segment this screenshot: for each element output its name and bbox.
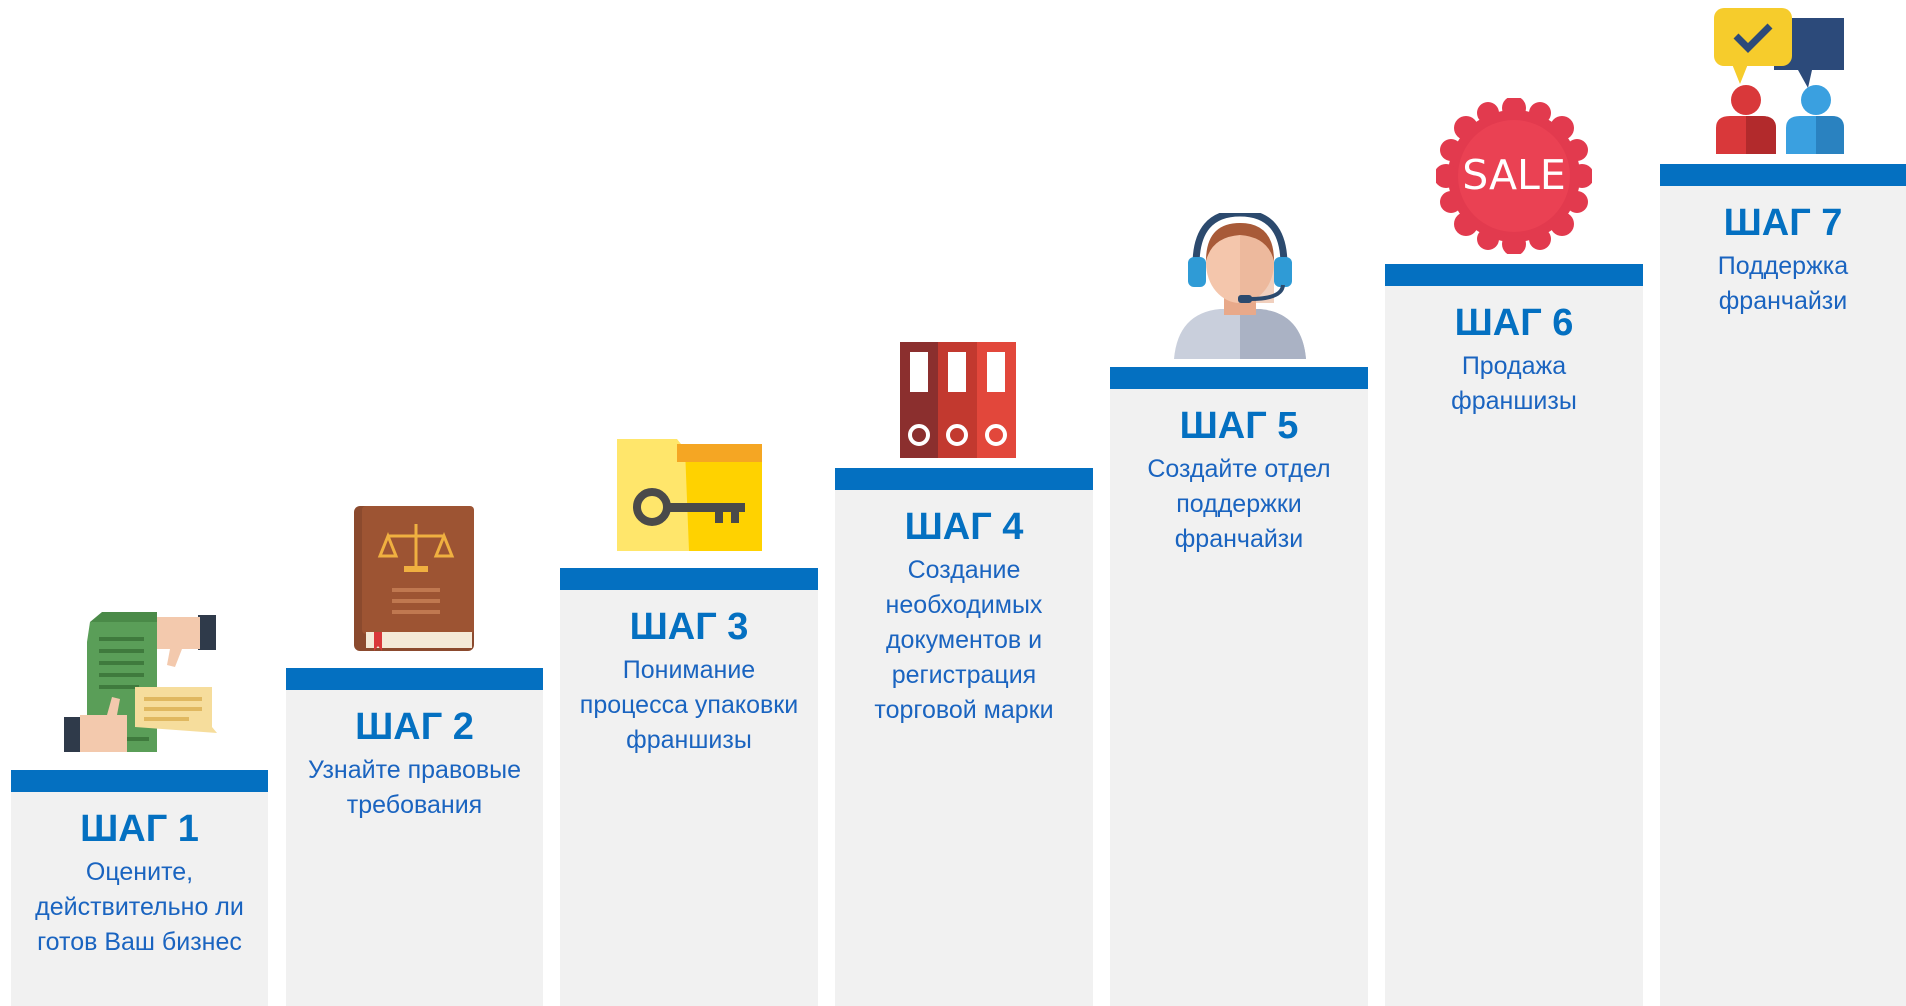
step-title: ШАГ 6 xyxy=(1454,302,1574,344)
step-title: ШАГ 5 xyxy=(1179,405,1299,447)
step-7: ШАГ 7 Поддержка франчайзи xyxy=(1660,164,1906,1006)
people-chat-icon xyxy=(1712,8,1844,154)
step-desc-line: франшизы xyxy=(626,726,752,754)
step-bar xyxy=(835,468,1093,490)
step-title: ШАГ 4 xyxy=(904,506,1024,548)
step-desc-line: франшизы xyxy=(1451,387,1577,415)
step-desc-line: Создание xyxy=(907,556,1021,584)
step-description: Оцените, действительно ли готов Ваш бизн… xyxy=(11,855,268,960)
step-description: Продажа франшизы xyxy=(1385,349,1643,419)
step-desc-line: Понимание xyxy=(622,656,756,684)
step-panel xyxy=(286,690,543,1006)
step-4: ШАГ 4 Создание необходимых документов и … xyxy=(835,468,1093,1006)
step-1: ШАГ 1 Оцените, действительно ли готов Ва… xyxy=(11,770,268,1006)
step-description: Поддержка франчайзи xyxy=(1660,249,1906,319)
step-bar xyxy=(1110,367,1368,389)
step-3: ШАГ 3 Понимание процесса упаковки франши… xyxy=(560,568,818,1006)
step-desc-line: необходимых xyxy=(885,591,1043,619)
step-title: ШАГ 3 xyxy=(629,606,749,648)
step-5: ШАГ 5 Создайте отдел поддержки франчайзи xyxy=(1110,367,1368,1006)
step-desc-line: франчайзи xyxy=(1174,525,1304,553)
step-title: ШАГ 1 xyxy=(80,808,199,850)
step-desc-line: документов и xyxy=(885,626,1043,654)
step-desc-line: Поддержка xyxy=(1717,252,1849,280)
step-2: ШАГ 2 Узнайте правовые требования xyxy=(286,668,543,1006)
step-description: Узнайте правовые требования xyxy=(286,753,543,823)
step-desc-line: действительно ли xyxy=(35,893,244,921)
step-desc-line: регистрация xyxy=(891,661,1037,689)
step-desc-line: торговой марки xyxy=(874,696,1054,724)
step-desc-line: поддержки xyxy=(1176,490,1302,518)
step-bar xyxy=(286,668,543,690)
step-panel xyxy=(11,792,268,1006)
step-panel xyxy=(1110,389,1368,1006)
step-bar xyxy=(1385,264,1643,286)
step-bar xyxy=(560,568,818,590)
step-description: Понимание процесса упаковки франшизы xyxy=(560,653,818,758)
step-6: ШАГ 6 Продажа франшизы xyxy=(1385,264,1643,1006)
step-desc-line: франчайзи xyxy=(1718,287,1848,315)
key-folder-icon xyxy=(617,439,762,551)
step-panel xyxy=(835,490,1093,1006)
step-panel xyxy=(1385,286,1643,1006)
sale-badge-label: SALE xyxy=(1462,151,1566,199)
sale-badge-icon: SALE xyxy=(1434,96,1594,256)
step-desc-line: процесса упаковки xyxy=(579,691,799,719)
support-operator-icon xyxy=(1172,209,1308,359)
binders-icon xyxy=(900,342,1016,458)
step-desc-line: Оцените, xyxy=(85,858,194,886)
step-panel xyxy=(1660,186,1906,1006)
step-desc-line: Создайте отдел xyxy=(1147,455,1331,483)
step-bar xyxy=(1660,164,1906,186)
step-desc-line: требования xyxy=(346,791,483,819)
step-desc-line: готов Ваш бизнес xyxy=(37,928,242,956)
step-description: Создайте отдел поддержки франчайзи xyxy=(1110,452,1368,557)
step-desc-line: Узнайте правовые xyxy=(307,756,522,784)
step-panel xyxy=(560,590,818,1006)
step-bar xyxy=(11,770,268,792)
step-title: ШАГ 2 xyxy=(355,706,474,748)
law-book-icon xyxy=(354,506,476,652)
step-desc-line: Продажа xyxy=(1461,352,1567,380)
step-description: Создание необходимых документов и регист… xyxy=(835,553,1093,728)
step-title: ШАГ 7 xyxy=(1723,202,1843,244)
handshake-document-icon xyxy=(62,607,222,757)
